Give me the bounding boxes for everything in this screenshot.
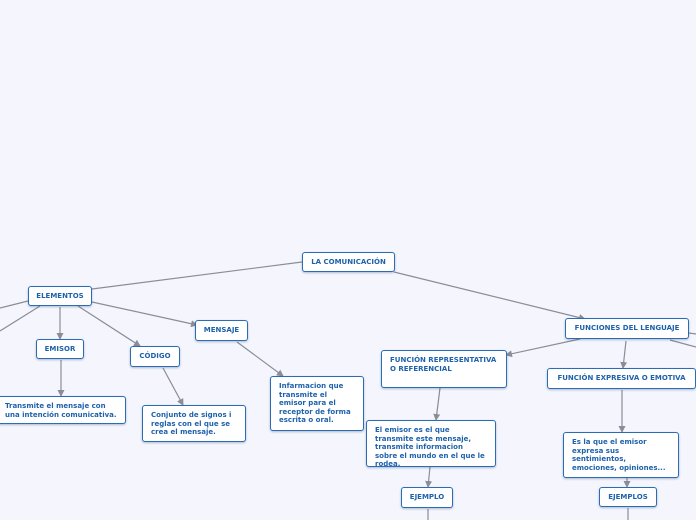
link-elementos-offscreen-1: [0, 300, 29, 309]
node-elementos[interactable]: ELEMENTOS: [28, 286, 92, 306]
link-funciones-representativa: [505, 338, 581, 358]
node-funcion-representativa[interactable]: FUNCIÓN REPRESENTATIVA O REFERENCIAL: [381, 350, 507, 388]
node-emisor-description[interactable]: Transmite el mensaje con una intención c…: [0, 396, 126, 424]
node-funcion-expresiva[interactable]: FUNCIÓN EXPRESIVA O EMOTIVA: [547, 368, 696, 389]
link-funciones-offscreen: [669, 339, 696, 348]
node-codigo-description[interactable]: Conjunto de signos i reglas con el que s…: [142, 405, 246, 442]
node-mensaje-description[interactable]: Infarmacion que transmite el emisor para…: [270, 376, 364, 431]
link-elementos-offscreen-2: [0, 305, 41, 332]
node-mensaje[interactable]: MENSAJE: [195, 320, 248, 341]
link-representativa-ejemplo: [425, 466, 433, 488]
link-mensaje-desc: [236, 341, 284, 377]
link-representativa-desc: [433, 387, 441, 421]
link-elementos-mensaje: [91, 301, 198, 328]
node-ejemplo[interactable]: EJEMPLO: [401, 487, 453, 508]
link-elementos-codigo: [77, 305, 141, 347]
node-funcion-expresiva-description[interactable]: Es la que el emisor expresa sus sentimie…: [563, 432, 679, 478]
link-offscreen-arrow: [688, 332, 696, 335]
node-funciones-del-lenguaje[interactable]: FUNCIONES DEL LENGUAJE: [565, 318, 689, 339]
node-ejemplos[interactable]: EJEMPLOS: [599, 487, 657, 507]
node-codigo[interactable]: CÓDIGO: [130, 346, 180, 367]
node-la-comunicacion[interactable]: LA COMUNICACIÓN: [302, 252, 395, 272]
node-funcion-representativa-description[interactable]: El emisor es el que transmite este mensa…: [366, 420, 496, 467]
node-emisor[interactable]: EMISOR: [36, 339, 84, 359]
link-funciones-expresiva: [620, 340, 628, 369]
link-root-funciones: [393, 271, 586, 321]
link-root-elementos: [91, 261, 303, 290]
link-codigo-desc: [162, 367, 184, 406]
